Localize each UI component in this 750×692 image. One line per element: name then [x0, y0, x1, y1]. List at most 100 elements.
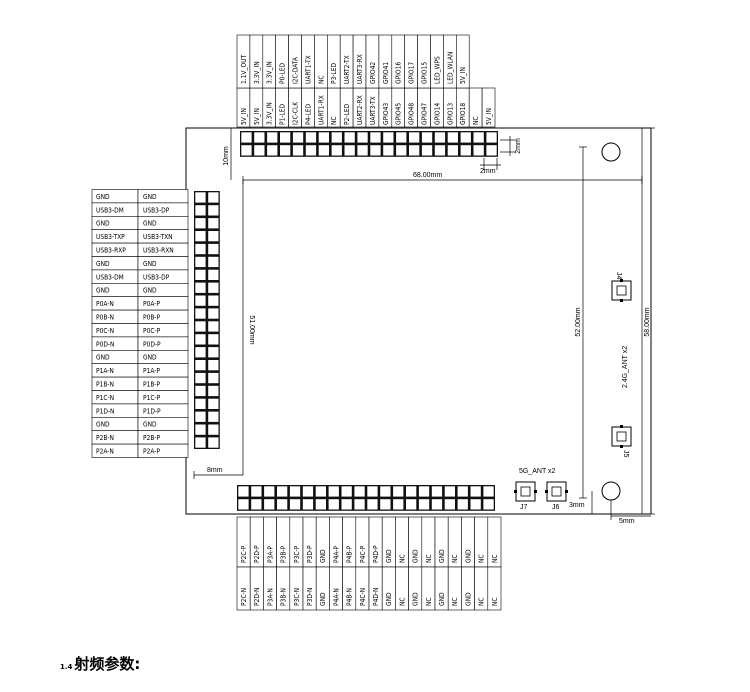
left-pin-label: GND	[96, 260, 110, 268]
dimension-edge-bottom: 3mm	[569, 502, 585, 509]
bottom-pin-label: P4B-P	[346, 545, 354, 563]
left-header-pin	[195, 347, 206, 358]
bottom-header-pin	[341, 486, 352, 497]
bottom-pin-label: P4C-P	[359, 545, 367, 563]
connector-j5: J5	[611, 425, 632, 458]
left-header-pin	[208, 372, 219, 384]
bottom-pin-label: P4A-P	[332, 546, 340, 563]
bottom-pin-label: P3C-P	[293, 545, 301, 563]
bottom-pin-label: GND	[319, 549, 327, 563]
top-pin-label: GPIO43	[382, 103, 390, 125]
top-pin-label: GPIO47	[420, 103, 428, 125]
ant24-caption: 2.4G_ANT x2	[622, 346, 629, 388]
top-pin-label: I2C-DATA	[291, 56, 299, 84]
top-pin-label: NC	[472, 116, 480, 125]
top-header-pin	[460, 145, 471, 156]
left-pin-label: GND	[143, 193, 157, 201]
bottom-pin-label: P2C-P	[240, 545, 248, 563]
top-pin-label: P3-LED	[330, 62, 338, 84]
left-header-pin	[195, 398, 206, 409]
left-header-pin	[208, 360, 219, 371]
left-header-pin	[208, 269, 219, 280]
top-header-pin	[421, 132, 433, 143]
bottom-header-pin	[302, 499, 314, 510]
top-label-cell	[481, 87, 496, 128]
top-header-pin	[267, 132, 278, 143]
top-header-pin	[447, 145, 458, 156]
top-header-pin	[241, 132, 252, 143]
left-pin-label: P0A-P	[143, 300, 160, 308]
left-pin-label: GND	[143, 354, 157, 362]
top-header-pin	[331, 132, 342, 143]
bottom-pin-label: P3C-N	[293, 588, 301, 606]
top-header-pin	[486, 145, 497, 156]
dimension-lines	[193, 127, 655, 520]
left-pin-label: GND	[96, 421, 110, 429]
top-header-pin	[370, 145, 381, 156]
top-header-pin	[357, 132, 368, 143]
connector-j6-label: J6	[552, 504, 560, 511]
left-pin-label: USB3-TXN	[143, 233, 173, 241]
bottom-header-pin	[406, 486, 417, 497]
top-pin-label: I2C-CLK	[291, 101, 299, 125]
dimension-width: 68.00mm	[413, 172, 442, 179]
bottom-header-pin	[367, 486, 378, 497]
bottom-pin-label: NC	[425, 597, 433, 606]
left-header-pin	[195, 205, 206, 216]
top-pin-label: GPIO42	[369, 62, 377, 84]
left-header-labels: GNDUSB3-DMGNDUSB3-TXPUSB3-RXPGNDUSB3-DMG…	[91, 189, 189, 458]
top-header-pin	[383, 132, 394, 143]
left-pin-label: GND	[96, 193, 110, 201]
top-header-pin	[421, 145, 433, 156]
left-pin-label: P2A-N	[96, 448, 114, 456]
left-header-pin	[208, 192, 219, 203]
left-header-pin	[195, 424, 206, 435]
top-pin-label: 5V_IN	[253, 108, 261, 125]
left-header-pin	[195, 437, 206, 448]
connector-j4-label: J4	[615, 272, 622, 280]
left-header-pin	[195, 372, 206, 384]
dimension-height-inner: 52.00mm	[575, 307, 582, 336]
top-header-pin	[280, 145, 291, 156]
connector-j6: J6	[545, 481, 568, 511]
bottom-header-pin	[264, 499, 275, 510]
left-pin-label: GND	[143, 260, 157, 268]
bottom-header-pin	[328, 499, 339, 510]
mounting-hole-top	[601, 142, 621, 162]
top-header-pin	[254, 145, 265, 156]
top-pin-label: GPIO48	[408, 103, 416, 125]
top-header-pin	[473, 145, 484, 156]
top-pin-label: UART3-RX	[356, 54, 364, 84]
bottom-header-pin	[431, 486, 443, 497]
top-pin-label: LED_WPS	[433, 56, 441, 84]
bottom-pin-label: NC	[478, 597, 486, 606]
top-header-pin	[344, 145, 355, 156]
bottom-pin-label: GND	[385, 592, 393, 606]
left-label-cell	[137, 443, 189, 458]
bottom-pin-label: NC	[451, 597, 459, 606]
section-title: 射频参数:	[74, 655, 141, 673]
bottom-pin-label: P4C-N	[359, 588, 367, 606]
bottom-pin-label: GND	[438, 592, 446, 606]
top-header-pin	[447, 132, 458, 143]
bottom-pin-label: P3A-N	[266, 588, 274, 606]
left-pin-label: GND	[143, 287, 157, 295]
left-pin-label: P1D-N	[96, 407, 115, 415]
dimension-pitch-h: 2mm	[515, 138, 522, 154]
top-pin-label: GPIO45	[395, 103, 403, 125]
left-header-frame	[194, 191, 220, 449]
top-pin-label: GPIO15	[420, 62, 428, 84]
top-pin-label: LED_WLAN	[446, 52, 454, 84]
left-header-pin	[208, 385, 219, 397]
left-header-pin	[195, 334, 206, 345]
bottom-header-pin	[354, 486, 365, 497]
bottom-header-pin	[251, 486, 262, 497]
dimension-top-offset: 10mm	[223, 146, 230, 166]
bottom-header-pin	[457, 486, 468, 497]
bottom-pin-label: P3B-N	[280, 588, 288, 606]
left-pin-label: GND	[143, 421, 157, 429]
bottom-pin-label: GND	[319, 592, 327, 606]
